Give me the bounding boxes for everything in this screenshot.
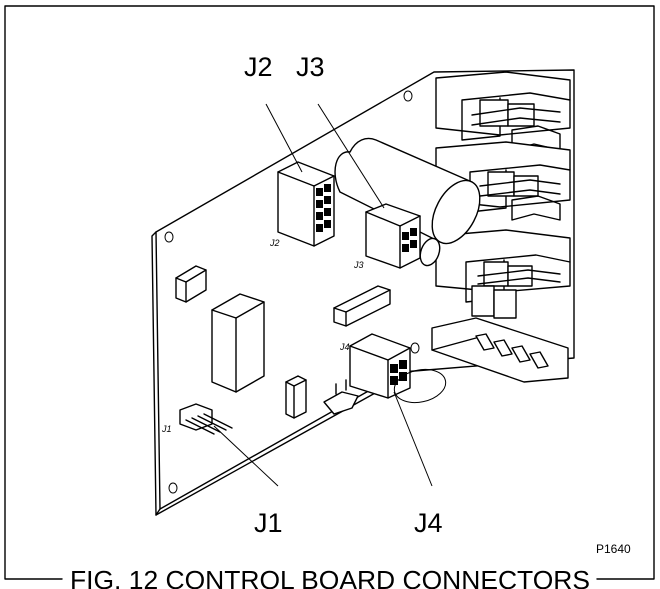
figure-frame (4, 5, 655, 580)
callout-j4: J4 (414, 508, 443, 538)
capacitor (334, 137, 481, 267)
board-marking-j1: J1 (161, 424, 172, 434)
figure-caption: FIG. 12 CONTROL BOARD CONNECTORS (70, 565, 590, 589)
callout-j2: J2 (244, 52, 273, 82)
connector-j1 (179, 403, 233, 435)
connector-j4 (349, 333, 447, 404)
leader-lines (213, 103, 433, 487)
board-marking-j3: J3 (353, 260, 364, 270)
callout-j3: J3 (296, 52, 325, 82)
connector-j2 (277, 161, 335, 247)
board-marking-j4: J4 (339, 342, 350, 352)
board-marking-j2: J2 (269, 238, 280, 248)
callout-j1: J1 (254, 508, 283, 538)
connector-j3 (365, 203, 421, 269)
figure-code: P1640 (596, 542, 631, 556)
board-components (175, 265, 391, 419)
